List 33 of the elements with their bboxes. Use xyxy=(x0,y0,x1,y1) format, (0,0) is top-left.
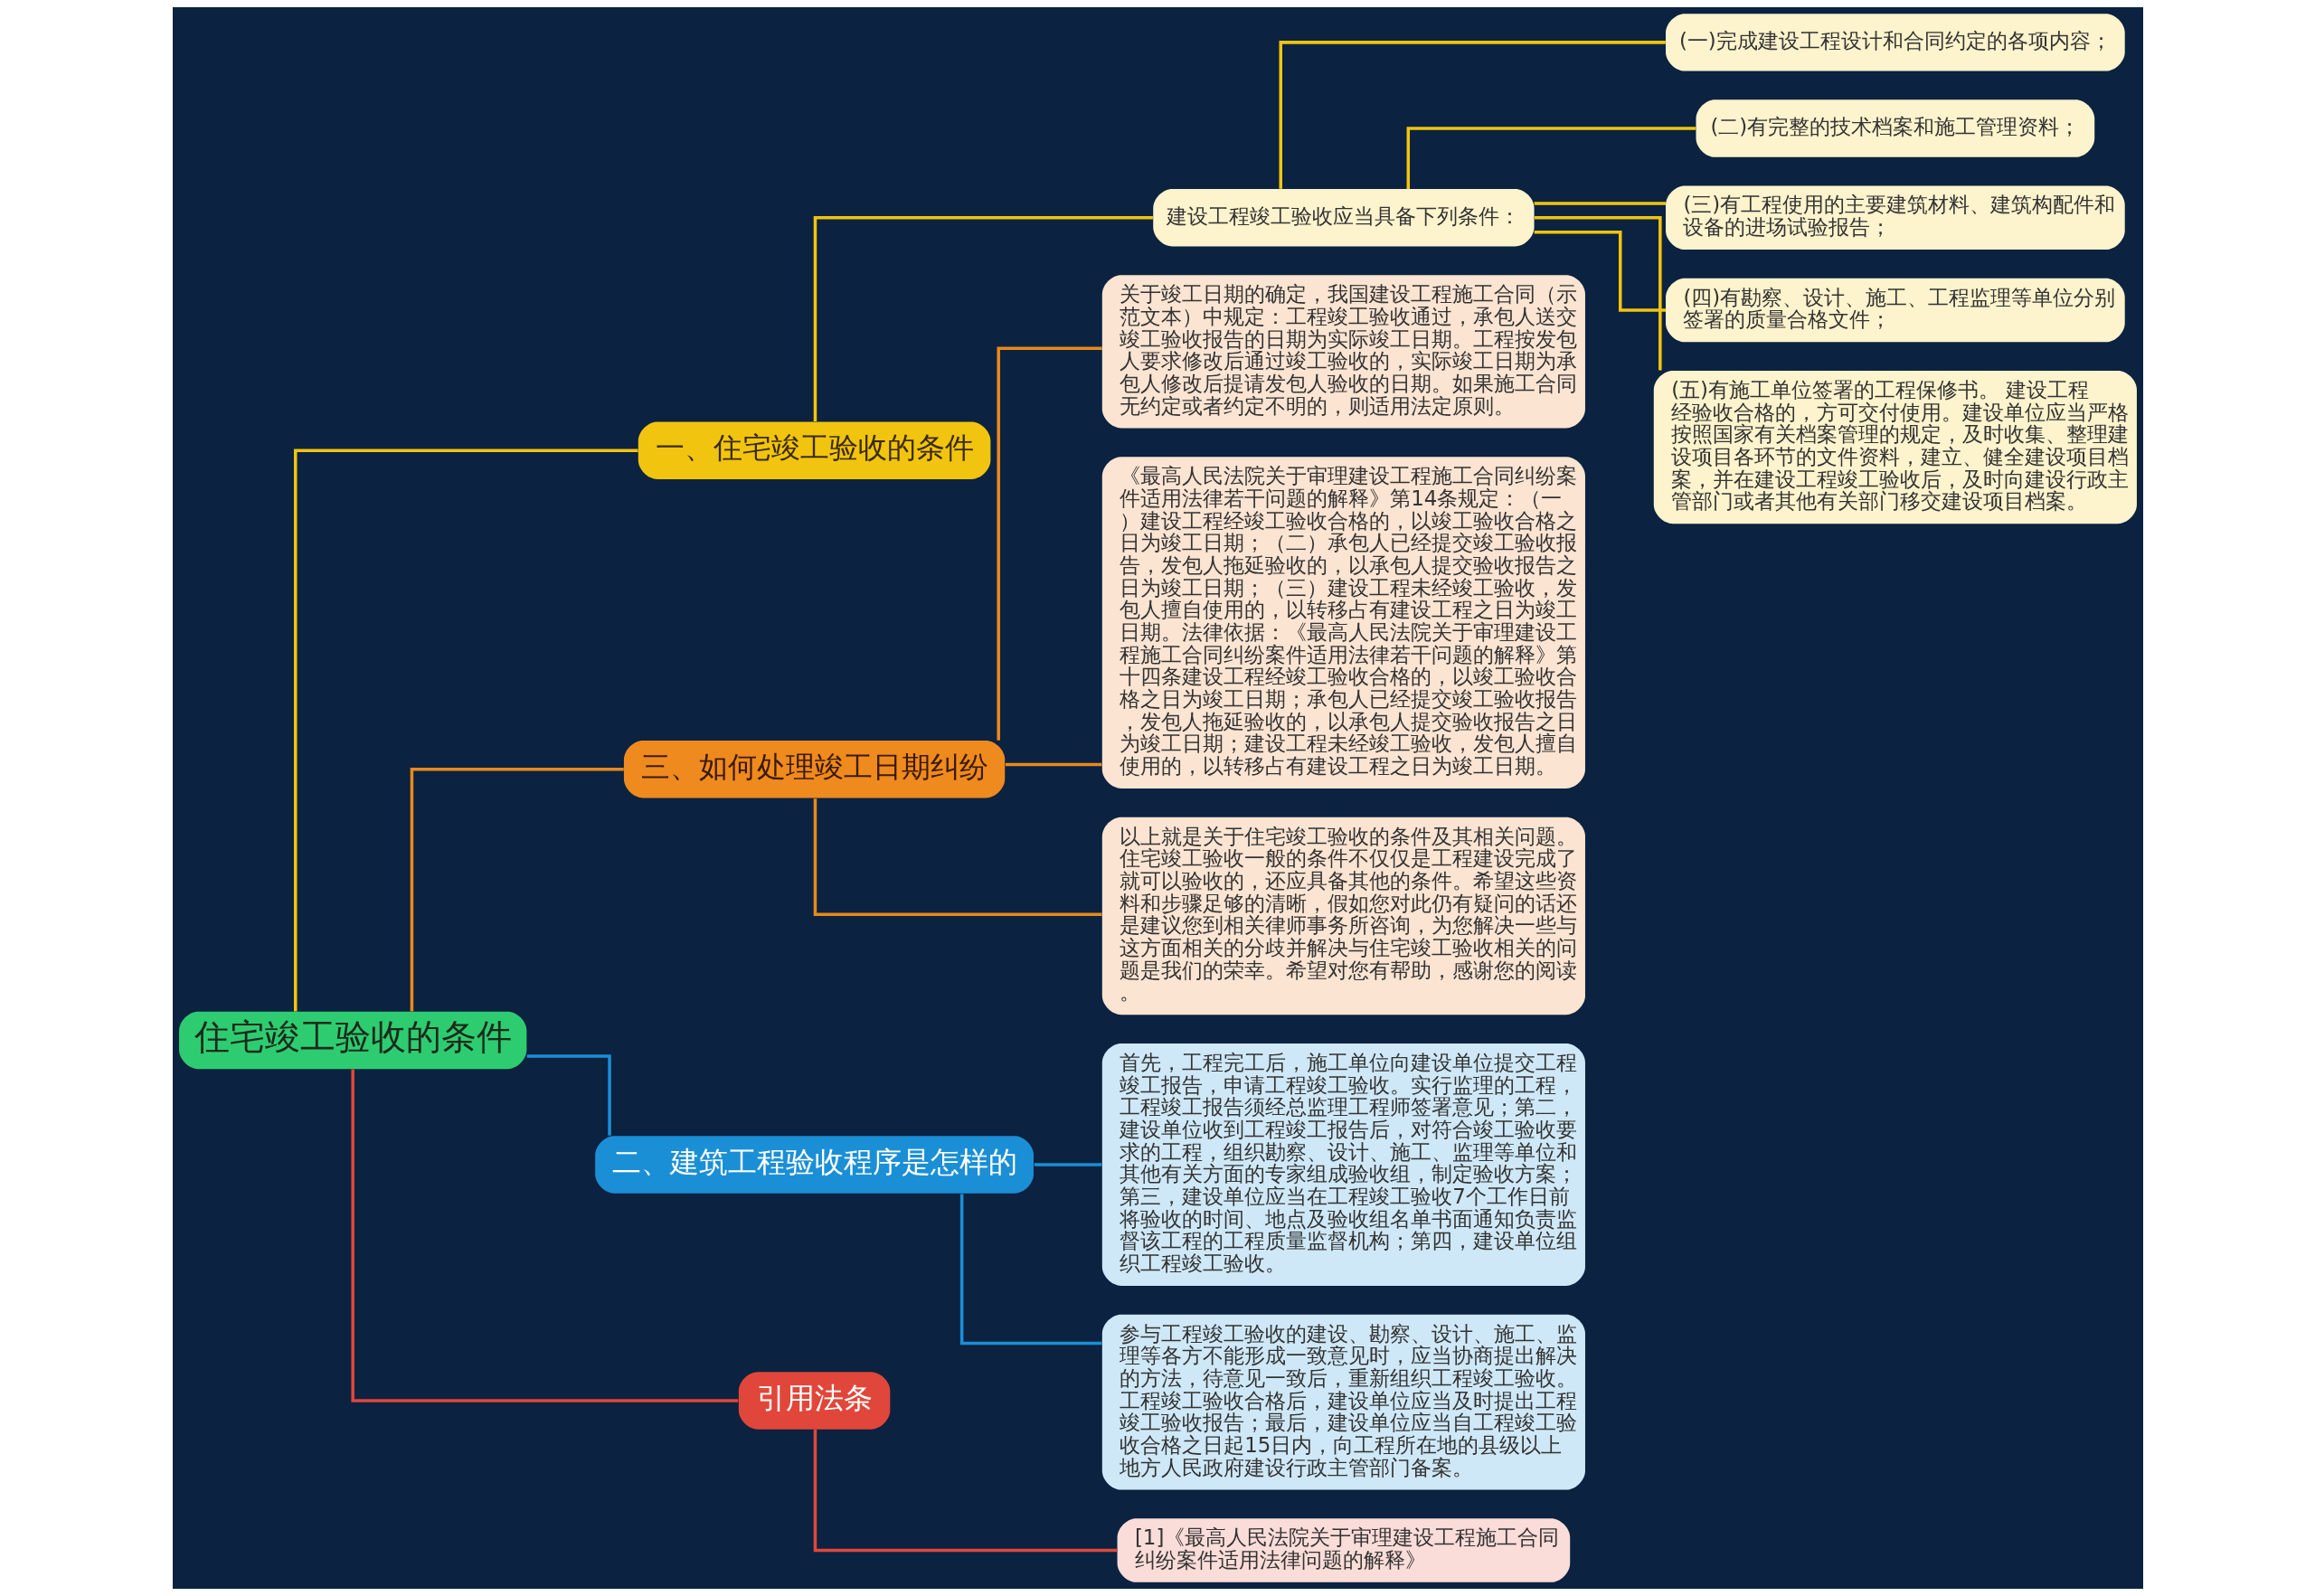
connector xyxy=(813,216,1153,422)
connector xyxy=(1034,1163,1101,1166)
node-box: (二)有完整的技术档案和施工管理资料； xyxy=(1696,99,2094,157)
connector xyxy=(350,1069,738,1402)
connector xyxy=(410,768,624,1012)
node-box: 引用法条 xyxy=(738,1372,890,1430)
connector xyxy=(813,1429,1117,1553)
node-box: 首先，工程完工后，施工单位向建设单位提交工程竣工报告，申请工程竣工验收。实行监理的工程，工程竣工报告须经总监理工程师签署意见；第二，建设单位收到工程竣工报告后，对符合竣工验收要求的工程，组织勘察、设计、施工、监理等单位和其他有关方面的专家组成验收组，制定验收方案；第三，建设单位应当在工程竣工验收7个工作日前将验收的时间、地点及验收组名单书面通知负责监督该工程的工程质量监督机构；第四，建设单位组织工程竣工验收。 xyxy=(1101,1044,1585,1286)
node-box: 建设工程竣工验收应当具备下列条件： xyxy=(1152,189,1535,247)
connector xyxy=(1534,202,1666,205)
node-box: (四)有勘察、设计、施工、工程监理等单位分别签署的质量合格文件； xyxy=(1665,278,2125,343)
connector xyxy=(813,798,1101,916)
node-box: 以上就是关于住宅竣工验收的条件及其相关问题。住宅竣工验收一般的条件不仅仅是工程建设完成了就可以验收的，还应具备其他的条件。希望这些资料和步骤足够的清晰，假如您对此仍有疑问的话还是建议您到相关律师事务所咨询，为您解决一些与这方面相关的分歧并解决与住宅竣工验收相关的问题是我们的荣幸。希望对您有帮助，感谢您的阅读。 xyxy=(1101,817,1585,1015)
node-box: [1]《最高人民法院关于审理建设工程施工合同纠纷案件适用法律问题的解释》 xyxy=(1117,1518,1570,1582)
connector xyxy=(959,1194,1101,1346)
node-box: 住宅竣工验收的条件 xyxy=(178,1011,526,1070)
connector xyxy=(1534,230,1666,312)
node-box: 三、如何处理竣工日期纠纷 xyxy=(623,741,1005,798)
node-box: (一)完成建设工程设计和合同约定的各项内容； xyxy=(1665,14,2125,71)
node-box: 参与工程竣工验收的建设、勘察、设计、施工、监理等各方不能形成一致意见时，应当协商提出解决的方法，待意见一致后，重新组织工程竣工验收。工程竣工验收合格后，建设单位应当及时提出工程竣工验收报告；最后，建设单位应当自工程竣工验收合格之日起15日内，向工程所在地的县级以上地方人民政府建设行政主管部门备案。 xyxy=(1101,1314,1585,1490)
node-box: 《最高人民法院关于审理建设工程施工合同纠纷案件适用法律若干问题的解释》第14条规定：（一）建设工程经竣工验收合格的，以竣工验收合格之日为竣工日期；（二）承包人已经提交竣工验收报告，发包人拖延验收的，以承包人提交验收报告之日为竣工日期；（三）建设工程未经竣工验收，发包人擅自使用的，以转移占有建设工程之日为竣工日期。法律依据：《最高人民法院关于审理建设工程施工合同纠纷案件适用法律若干问题的解释》第十四条建设工程经竣工验收合格的，以竣工验收合格之日为竣工日期；承包人已经提交竣工验收报告，发包人拖延验收的，以承包人提交验收报告之日为竣工日期；建设工程未经竣工验收，发包人擅自使用的，以转移占有建设工程之日为竣工日期。 xyxy=(1101,457,1585,789)
connector xyxy=(1005,762,1101,767)
connector xyxy=(1406,127,1696,189)
connector xyxy=(293,449,638,1012)
node-box: 二、建筑工程验收程序是怎样的 xyxy=(594,1136,1034,1194)
connector xyxy=(1279,41,1666,189)
connector xyxy=(996,346,1102,741)
connector xyxy=(1534,216,1662,371)
node-box: 一、住宅竣工验收的条件 xyxy=(638,421,990,479)
connector xyxy=(526,1054,611,1136)
node-box: (三)有工程使用的主要建筑材料、建筑构配件和设备的进场试验报告； xyxy=(1665,185,2125,250)
node-box: 关于竣工日期的确定，我国建设工程施工合同（示范文本）中规定：工程竣工验收通过，承包人送交竣工验收报告的日期为实际竣工日期。工程按发包人要求修改后通过竣工验收的，实际竣工日期为承包人修改后提请发包人验收的日期。如果施工合同无约定或者约定不明的，则适用法定原则。 xyxy=(1101,275,1585,429)
node-box: (五)有施工单位签署的工程保修书。 建设工程经验收合格的，方可交付使用。建设单位应当严格按照国家有关档案管理的规定，及时收集、整理建设项目各环节的文件资料，建立、健全建设项目档案，并在建设工程竣工验收后，及时向建设行政主管部门或者其他有关部门移交建设项目档案。 xyxy=(1653,371,2137,524)
